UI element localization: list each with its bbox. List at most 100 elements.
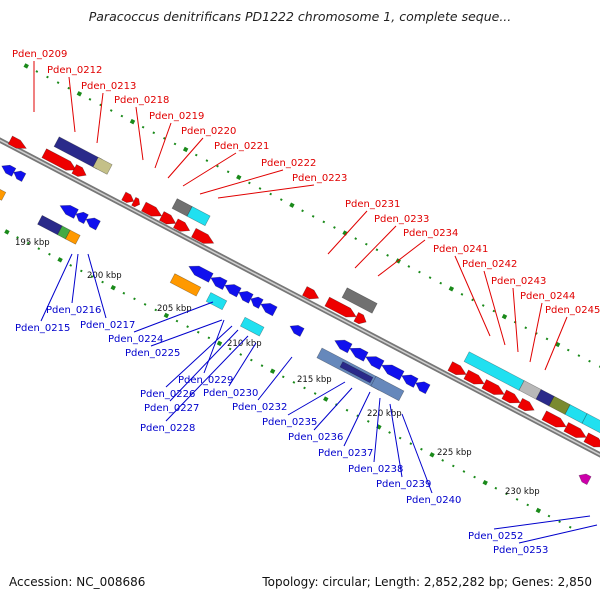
kbp-label: 210 kbp xyxy=(227,339,262,349)
forward-tick xyxy=(141,125,145,129)
forward-tick xyxy=(460,292,464,296)
reverse-tick xyxy=(535,507,542,514)
reverse-tick xyxy=(207,336,211,340)
forward-gene-label: Pden_0234 xyxy=(403,228,458,239)
forward-tick xyxy=(418,270,421,274)
forward-tick xyxy=(322,220,326,224)
reverse-tick xyxy=(345,408,349,412)
reverse-gene-labels: Pden_0215Pden_0216Pden_0217Pden_0224Pden… xyxy=(15,253,598,556)
forward-gene-label: Pden_0213 xyxy=(81,81,136,92)
topology-summary: Topology: circular; Length: 2,852,282 bp… xyxy=(262,575,592,589)
forward-gene-label: Pden_0221 xyxy=(214,141,269,152)
label-leader xyxy=(165,325,233,388)
gene-arrow xyxy=(7,135,27,149)
forward-gene-label: Pden_0219 xyxy=(149,111,204,122)
forward-tick xyxy=(23,63,29,69)
reverse-gene-label: Pden_0239 xyxy=(376,479,431,490)
reverse-tick xyxy=(163,312,170,319)
label-leader xyxy=(483,270,506,346)
forward-gene-label: Pden_0209 xyxy=(12,49,67,60)
forward-gene-label: Pden_0233 xyxy=(374,214,429,225)
gene-box xyxy=(535,389,555,407)
gene-arrow xyxy=(401,374,419,388)
gene-arrow xyxy=(121,191,135,203)
gene-box xyxy=(518,380,542,400)
reverse-tick xyxy=(462,470,466,473)
accession-label: Accession: NC_008686 xyxy=(9,575,146,589)
label-leader xyxy=(327,210,368,255)
label-leader xyxy=(203,319,225,374)
forward-tick xyxy=(129,118,136,125)
reverse-gene-label: Pden_0227 xyxy=(144,403,199,414)
reverse-tick xyxy=(196,330,200,334)
gene-box xyxy=(463,351,525,391)
reverse-gene-label: Pden_0230 xyxy=(203,388,258,399)
gene-box xyxy=(370,375,405,402)
forward-tick xyxy=(501,313,508,320)
reverse-tick xyxy=(473,475,476,479)
label-leader xyxy=(544,316,568,371)
reverse-tick xyxy=(69,264,73,267)
gene-arrow xyxy=(517,397,535,412)
label-leader xyxy=(401,413,433,494)
forward-tick xyxy=(448,286,455,292)
gene-arrow xyxy=(415,381,431,395)
forward-tick xyxy=(524,326,528,330)
forward-tick xyxy=(598,365,600,369)
gene-arrow xyxy=(381,364,405,381)
forward-tick xyxy=(46,75,49,79)
reverse-tick xyxy=(260,364,264,368)
forward-tick xyxy=(354,237,358,240)
gene-arrow xyxy=(541,410,567,428)
label-leader xyxy=(343,391,371,447)
gene-arrow xyxy=(224,284,242,298)
label-leader xyxy=(454,255,491,337)
label-leader xyxy=(518,524,598,544)
reverse-tick xyxy=(505,492,508,496)
forward-gene-label: Pden_0212 xyxy=(47,65,102,76)
gene-arrow xyxy=(13,170,27,182)
label-leader xyxy=(377,239,426,277)
reverse-gene-label: Pden_0236 xyxy=(288,432,343,443)
forward-gene-labels: Pden_0209Pden_0212Pden_0213Pden_0218Pden… xyxy=(12,49,600,371)
forward-tick xyxy=(152,131,156,135)
gene-arrow xyxy=(75,211,89,225)
chromosome-axis xyxy=(0,137,600,458)
forward-tick xyxy=(375,248,379,252)
reverse-tick xyxy=(133,297,136,301)
label-leader xyxy=(40,253,73,322)
label-leader xyxy=(512,287,519,353)
label-leader xyxy=(167,137,204,179)
gene-arrow xyxy=(1,164,17,177)
reverse-tick xyxy=(482,479,488,486)
gene-box xyxy=(341,287,378,314)
forward-tick xyxy=(471,298,474,302)
gene-box xyxy=(53,136,103,170)
reverse-gene-label: Pden_0217 xyxy=(80,320,135,331)
gene-arrow xyxy=(190,227,215,244)
reverse-tick xyxy=(16,236,19,239)
reverse-tick xyxy=(186,325,189,329)
gene-arrow xyxy=(158,211,177,225)
label-leader xyxy=(169,329,239,402)
gene-box xyxy=(169,273,202,297)
label-leader xyxy=(68,76,76,133)
reverse-gene-label: Pden_0232 xyxy=(232,402,287,413)
label-leader xyxy=(199,169,284,195)
label-leader xyxy=(373,397,381,463)
gene-arrow xyxy=(59,205,79,219)
kbp-label: 195 kbp xyxy=(15,238,50,248)
reverse-tick xyxy=(323,396,329,402)
gene-box xyxy=(171,198,193,217)
reverse-tick xyxy=(558,520,561,523)
forward-tick xyxy=(364,242,368,246)
gene-features xyxy=(0,135,600,485)
forward-gene-label: Pden_0220 xyxy=(181,126,236,137)
reverse-tick xyxy=(175,319,179,323)
reverse-tick xyxy=(57,257,63,263)
reverse-tick xyxy=(292,381,296,384)
forward-gene-label: Pden_0223 xyxy=(292,173,347,184)
gene-arrow xyxy=(324,296,357,318)
forward-tick xyxy=(492,309,496,313)
